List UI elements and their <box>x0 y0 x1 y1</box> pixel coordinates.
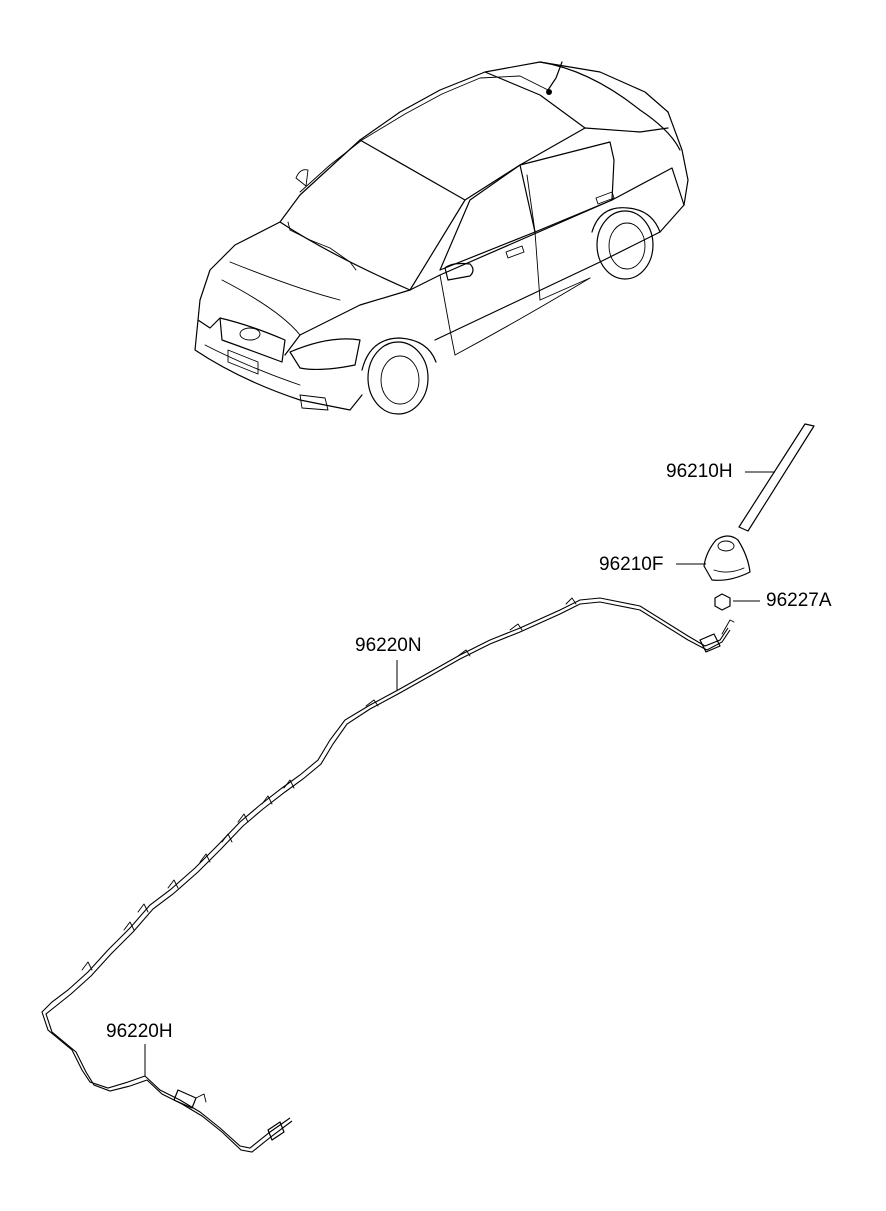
car-illustration <box>194 61 689 415</box>
roof-cable <box>41 597 735 1092</box>
lead-cable <box>144 1044 293 1153</box>
label-96210f: 96210F <box>599 554 664 575</box>
label-96220n: 96220N <box>355 635 422 656</box>
antenna-base <box>676 535 751 581</box>
nut <box>714 593 760 611</box>
label-96220h: 96220H <box>106 1021 173 1042</box>
label-96210h: 96210H <box>666 461 733 482</box>
label-96227a: 96227A <box>766 590 832 611</box>
antenna-mast <box>738 423 815 532</box>
